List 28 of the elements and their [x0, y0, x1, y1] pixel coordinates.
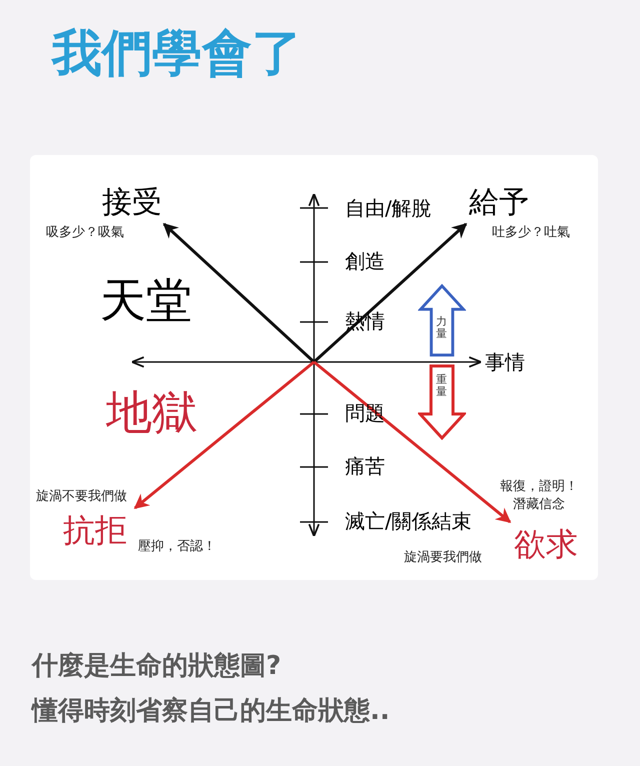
region-label: 天堂: [100, 272, 192, 329]
arrow: [313, 222, 468, 364]
tick-label: 創造: [345, 249, 385, 274]
axis-label: 事情: [485, 350, 525, 375]
arrow-text: 力量: [436, 316, 448, 340]
tick-label: 滅亡/關係結束: [345, 509, 472, 534]
arrow: [162, 222, 316, 364]
block-arrow: [418, 364, 466, 440]
caption-text: 懂得時刻省察自己的生命狀態..: [32, 695, 390, 728]
region-label: 地獄: [106, 384, 198, 441]
end-label: 欲求: [510, 522, 582, 566]
tick-label: 痛苦: [345, 454, 385, 479]
tick-label: 自由/解脫: [345, 196, 432, 221]
end-label: 給予: [466, 182, 532, 224]
arrow-text: 重量: [436, 374, 448, 398]
note-text: 吐多少？吐氣: [492, 224, 570, 242]
end-label: 接受: [100, 182, 164, 224]
note-text: 吸多少？吸氣: [46, 224, 124, 242]
end-label: 抗拒: [55, 508, 135, 552]
title: 我們學會了: [52, 23, 302, 84]
arrow: [134, 360, 315, 510]
block-arrow: [418, 284, 466, 358]
note-text: 旋渦要我們做: [404, 549, 482, 567]
note-text: 報復，證明！潛藏信念: [499, 478, 579, 514]
caption-text: 什麼是生命的狀態圖?: [32, 650, 282, 682]
note-text: 壓抑，否認！: [138, 538, 216, 556]
note-text: 旋渦不要我們做: [36, 488, 127, 506]
arrow: [313, 360, 512, 524]
